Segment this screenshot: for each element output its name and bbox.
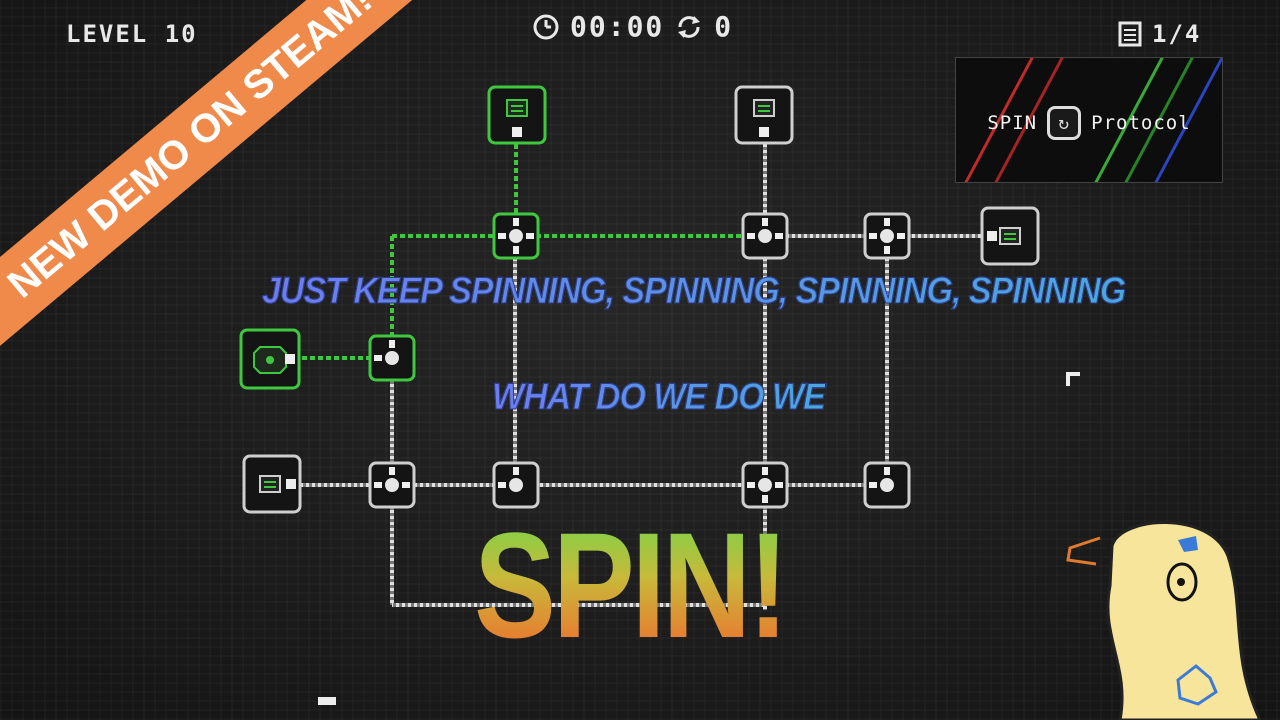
game-logo: SPIN ↻ Protocol xyxy=(955,57,1223,183)
logo-word-protocol: Protocol xyxy=(1091,112,1191,134)
rotation-count: 0 xyxy=(714,10,734,43)
rotate-icon xyxy=(678,15,701,38)
clock-icon xyxy=(533,14,559,39)
timer-value: 00:00 xyxy=(570,10,665,43)
logo-word-spin: SPIN xyxy=(987,112,1038,134)
terminal-node[interactable] xyxy=(980,206,1040,266)
terminal-node[interactable] xyxy=(734,85,794,145)
terminal-node[interactable] xyxy=(242,454,302,514)
caption-line-2: WHAT DO WE DO WE xyxy=(492,375,827,418)
level-label: LEVEL 10 xyxy=(66,20,198,48)
page-value: 1/4 xyxy=(1152,20,1202,48)
power-source-node[interactable] xyxy=(239,328,301,390)
rotator-node xyxy=(741,461,789,509)
junction-nodes[interactable] xyxy=(368,212,911,509)
terminal-node[interactable] xyxy=(487,85,547,145)
timer-display: 00:00 0 xyxy=(532,10,733,43)
caption-line-1: JUST KEEP SPINNING, SPINNING, SPINNING, … xyxy=(261,269,1126,312)
rotator-node xyxy=(368,461,416,509)
list-icon xyxy=(1118,21,1142,47)
page-indicator: 1/4 xyxy=(1118,20,1201,48)
cursor-icon xyxy=(1066,372,1080,386)
spin-title: SPIN! xyxy=(474,501,789,669)
rotator-node xyxy=(492,212,540,260)
rotator-node xyxy=(368,334,416,382)
rotator-node xyxy=(863,212,911,260)
rotator-node xyxy=(741,212,789,260)
rotator-node xyxy=(863,461,911,509)
small-label xyxy=(318,697,336,705)
rotator-node xyxy=(492,461,540,509)
rotate-icon: ↻ xyxy=(1047,106,1082,140)
duck-mascot xyxy=(1066,521,1262,720)
